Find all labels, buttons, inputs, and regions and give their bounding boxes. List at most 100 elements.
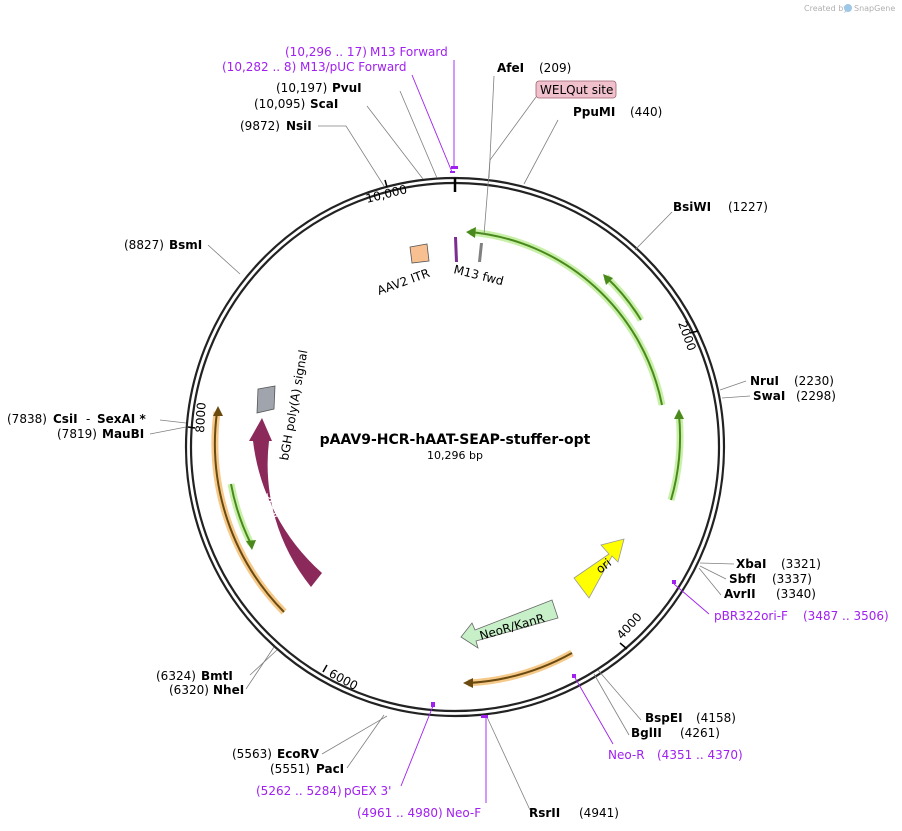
enzyme-position: (4158) xyxy=(696,711,736,725)
primer-pgex-3[interactable]: (5262 .. 5284) pGEX 3' xyxy=(256,784,391,798)
enzyme-position: (2230) xyxy=(794,374,834,388)
bgh-label: bGH poly(A) signal xyxy=(277,349,310,462)
enzyme-site-ppumi[interactable]: PpuMI (440) xyxy=(573,105,662,119)
primer-name: Neo-R xyxy=(608,748,645,762)
feature-ori[interactable]: ori xyxy=(573,538,625,599)
primer-neo-r[interactable]: Neo-R (4351 .. 4370) xyxy=(608,748,743,762)
enzyme-site-paci[interactable]: (5551) PacI xyxy=(270,762,344,776)
enzyme-name: CsiI xyxy=(53,412,78,426)
primer-range: (4961 .. 4980) xyxy=(357,806,443,820)
enzyme-name: NsiI xyxy=(286,119,312,133)
primer-name: M13/pUC Forward xyxy=(300,60,407,74)
plasmid-size: 10,296 bp xyxy=(427,449,483,462)
enzyme-site-avrii[interactable]: AvrII (3340) xyxy=(724,587,816,601)
snapgene-credit: Created by SnapGene xyxy=(804,4,895,13)
feature-orange-arc-left[interactable] xyxy=(211,406,287,615)
primer-m13-forward[interactable]: (10,296 .. 17) M13 Forward xyxy=(285,45,448,59)
enzyme-position: (10,095) xyxy=(254,97,305,111)
primer-name: pGEX 3' xyxy=(344,784,391,798)
primer-name: Neo-F xyxy=(446,806,481,820)
tick-mark-6000 xyxy=(322,664,328,673)
enzyme-position: (4941) xyxy=(579,806,619,820)
enzyme-site-nsii[interactable]: (9872) NsiI xyxy=(240,119,312,133)
enzyme-position: (6320) xyxy=(169,683,209,697)
primer-neo-f[interactable]: (4961 .. 4980) Neo-F xyxy=(357,806,481,820)
tick-mark-8000 xyxy=(187,426,196,429)
enzyme-position: (5551) xyxy=(270,762,310,776)
enzyme-site-bspei[interactable]: BspEI (4158) xyxy=(645,711,736,725)
feature-green-arc-right[interactable] xyxy=(667,409,684,501)
enzyme-name: RsrII xyxy=(529,806,560,820)
primer-m13-puc-forward[interactable]: (10,282 .. 8) M13/pUC Forward xyxy=(222,60,407,74)
enzyme-position: (3337) xyxy=(772,572,812,586)
primer-range: (3487 .. 3506) xyxy=(803,609,889,623)
enzyme-name: PpuMI xyxy=(573,105,615,119)
enzyme-lead-lines xyxy=(149,75,751,811)
enzyme-site-rsrii[interactable]: RsrII (4941) xyxy=(529,806,619,820)
enzyme-name: ScaI xyxy=(310,97,338,111)
primer-pbr322ori-f[interactable]: pBR322ori-F (3487 .. 3506) xyxy=(714,609,889,623)
primer-range: (10,296 .. 17) xyxy=(285,45,367,59)
enzyme-position: (6324) xyxy=(156,669,196,683)
enzyme-name: XbaI xyxy=(736,557,766,571)
enzyme-site-pvui[interactable]: (10,197) PvuI xyxy=(276,81,362,95)
enzyme-site-csii[interactable]: (7838) CsiI - xyxy=(7,412,90,426)
enzyme-position: (1227) xyxy=(728,200,768,214)
feature-orange-arc-bottom[interactable] xyxy=(463,649,574,688)
feature-aav2-itr[interactable]: AAV2 ITR xyxy=(375,243,432,298)
enzyme-name: MauBI xyxy=(102,427,144,441)
enzyme-site-nrui[interactable]: NruI (2230) xyxy=(750,374,834,388)
feature-neor-kanr[interactable]: NeoR/KanR xyxy=(460,599,559,649)
feature-green-arc-large[interactable] xyxy=(466,227,666,406)
credit-brand: SnapGene xyxy=(854,4,895,13)
enzyme-position: (7838) xyxy=(7,412,47,426)
enzyme-name: PacI xyxy=(316,762,344,776)
enzyme-site-swai[interactable]: SwaI (2298) xyxy=(753,389,836,403)
enzyme-site-ecorv[interactable]: (5563) EcoRV xyxy=(232,747,320,761)
enzyme-name: BspEI xyxy=(645,711,683,725)
enzyme-site-nhei[interactable]: (6320) NheI xyxy=(169,683,244,697)
primer-range: (5262 .. 5284) xyxy=(256,784,342,798)
enzyme-separator: - xyxy=(86,412,90,426)
snapgene-logo-icon xyxy=(844,4,852,12)
enzyme-name: AvrII xyxy=(724,587,756,601)
enzyme-site-bmti[interactable]: (6324) BmtI xyxy=(156,669,233,683)
enzyme-site-maubi[interactable]: (7819) MauBI xyxy=(57,427,144,441)
credit-prefix: Created by xyxy=(804,4,848,13)
enzyme-position: (3340) xyxy=(776,587,816,601)
primer-lead-lines xyxy=(400,60,710,803)
tick-mark-10000 xyxy=(384,179,388,188)
enzyme-site-sexai[interactable]: SexAI * xyxy=(97,412,146,426)
primer-name: pBR322ori-F xyxy=(714,609,788,623)
primer-range: (10,282 .. 8) xyxy=(222,60,296,74)
aav2-itr-label: AAV2 ITR xyxy=(375,266,431,298)
primer-range: (4351 .. 4370) xyxy=(657,748,743,762)
feature-green-arc-inner[interactable] xyxy=(603,274,644,322)
enzyme-name: SwaI xyxy=(753,389,785,403)
enzyme-site-scai[interactable]: (10,095) ScaI xyxy=(254,97,338,111)
enzyme-site-bglii[interactable]: BglII (4261) xyxy=(631,726,720,740)
primer-name: M13 Forward xyxy=(370,45,448,59)
enzyme-name: PvuI xyxy=(332,81,362,95)
tick-label-4000: 4000 xyxy=(614,610,645,642)
enzyme-name: AfeI xyxy=(497,61,524,75)
enzyme-site-sbfi[interactable]: SbfI (3337) xyxy=(729,572,812,586)
enzyme-position: (2298) xyxy=(796,389,836,403)
feature-green-arc-left[interactable] xyxy=(227,483,256,550)
enzyme-position: (8827) xyxy=(124,238,164,252)
enzyme-site-bsiwi[interactable]: BsiWI (1227) xyxy=(673,200,768,214)
enzyme-position: (9872) xyxy=(240,119,280,133)
enzyme-site-xbai[interactable]: XbaI (3321) xyxy=(736,557,821,571)
enzyme-position: (5563) xyxy=(232,747,272,761)
enzyme-name: BglII xyxy=(631,726,662,740)
tick-mark-2000 xyxy=(689,330,699,334)
tick-label-6000: 6000 xyxy=(327,666,361,693)
enzyme-site-bsmi[interactable]: (8827) BsmI xyxy=(124,238,202,252)
welqut-label: WELQut site xyxy=(540,83,613,97)
enzyme-name: SbfI xyxy=(729,572,756,586)
enzyme-site-afei[interactable]: AfeI (209) xyxy=(497,61,571,75)
welqut-site[interactable]: WELQut site xyxy=(535,80,617,99)
feature-m13-fwd[interactable]: M13 fwd xyxy=(452,237,505,288)
enzyme-position: (209) xyxy=(539,61,571,75)
